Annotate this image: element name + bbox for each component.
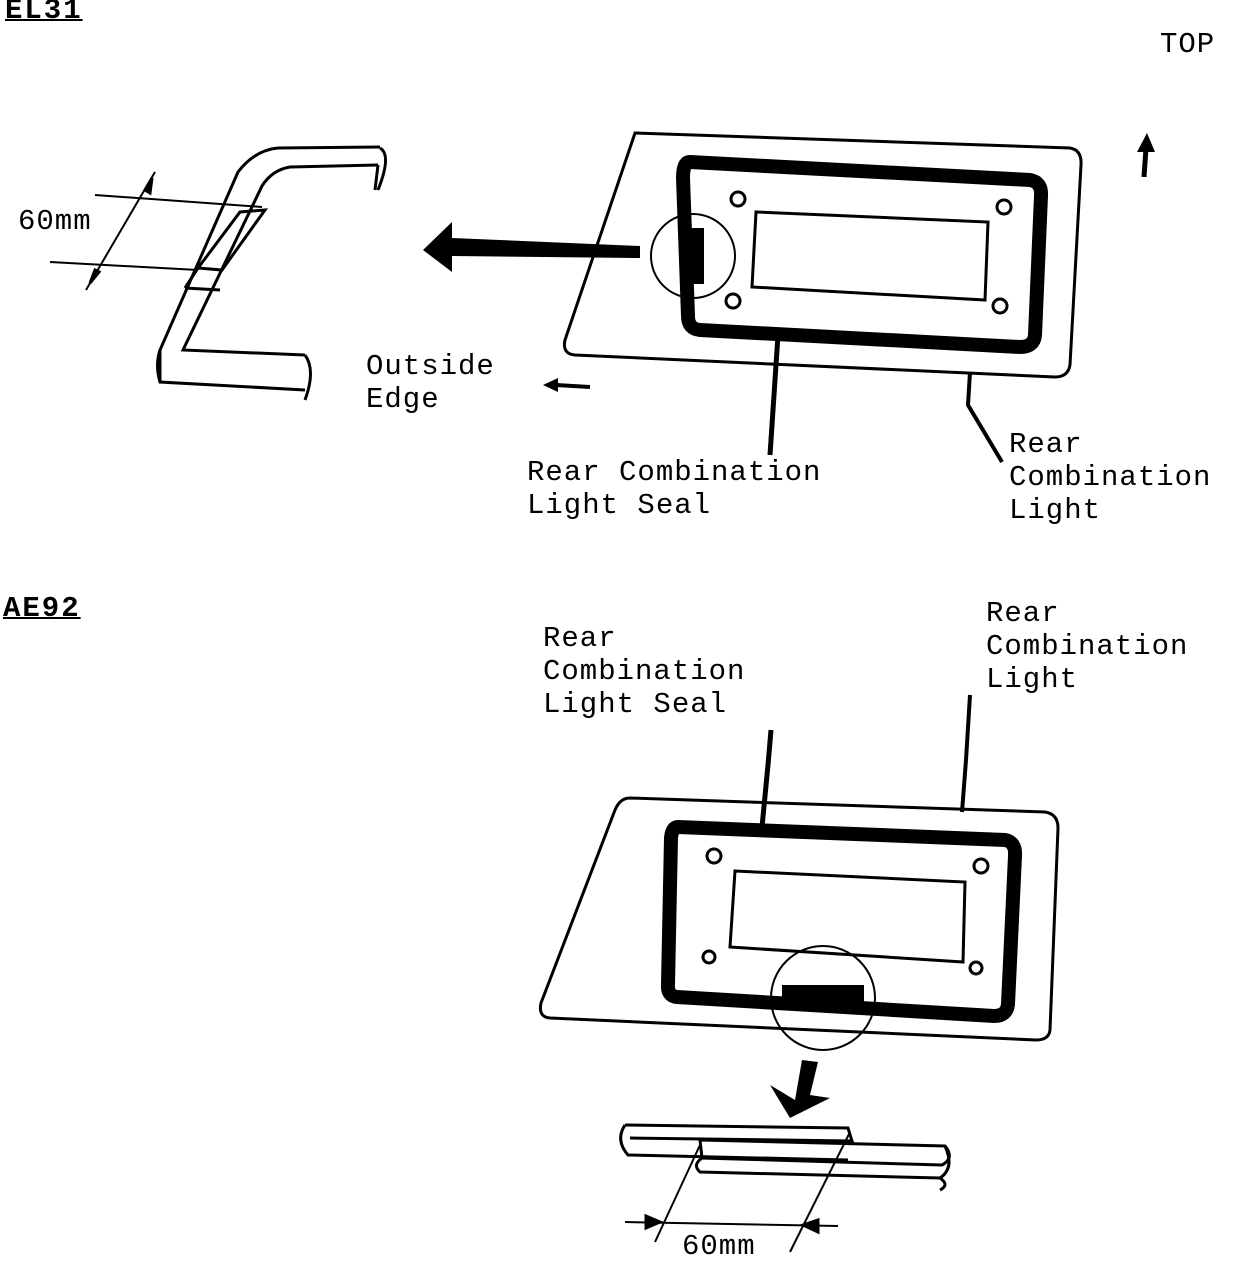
ae92-lens-window [728, 869, 967, 964]
el31-lens-window [750, 210, 990, 302]
ae92-seal-gasket [660, 819, 1023, 1024]
ae92-light-leader [960, 694, 972, 813]
ae92-seal-strip-top [624, 1123, 855, 1143]
outside-edge-label: Outside Edge [366, 350, 495, 416]
el31-extension-line-bottom [49, 261, 199, 271]
el31-seal-overlap-segment [183, 208, 269, 292]
el31-extension-line-top [94, 194, 263, 208]
ae92-screw-hole [701, 949, 717, 965]
el31-screw-hole [724, 292, 742, 310]
ae92-screw-hole [705, 847, 723, 865]
ae92-extension-line-left [654, 1144, 701, 1243]
ae92-light-label-line3: Light [986, 663, 1079, 696]
section-title-el31: EL31 [5, 0, 83, 27]
el31-seal-label-line1: Rear Combination [527, 456, 822, 489]
el31-light-leader [965, 371, 1004, 464]
ae92-lamp-housing [538, 796, 1060, 1042]
ae92-seal-label-line1: Rear [543, 622, 617, 655]
ae92-seal-label-line3: Light Seal [543, 688, 728, 721]
ae92-screw-hole [972, 857, 990, 875]
top-arrow-icon [1137, 133, 1155, 178]
el31-light-label: Rear Combination Light [1009, 428, 1211, 527]
section-title-ae92: AE92 [3, 592, 81, 625]
el31-seal-leader [767, 334, 781, 456]
top-label: TOP [1160, 28, 1216, 61]
el31-seal-label: Rear Combination Light Seal [527, 456, 821, 522]
ae92-detail-circle [770, 945, 876, 1051]
ae92-seal-overlap [782, 985, 864, 1009]
el31-seal-profile-outer [156, 145, 381, 392]
ae92-seal-detail [619, 1123, 951, 1253]
ae92-lamp-assembly [538, 694, 1060, 1051]
outside-edge-line2: Edge [366, 383, 440, 416]
outside-edge-arrow-icon [543, 378, 591, 392]
ae92-light-label-line2: Combination [986, 630, 1189, 663]
el31-lamp-housing [563, 131, 1083, 379]
ae92-detail-arrow-icon [770, 1060, 830, 1118]
el31-light-label-line3: Light [1009, 494, 1102, 527]
ae92-light-label-line1: Rear [986, 597, 1060, 630]
ae92-seal-label: Rear Combination Light Seal [543, 622, 745, 721]
el31-screw-hole [991, 297, 1009, 315]
el31-detail-arrow-icon [423, 222, 640, 272]
ae92-extension-line-right [789, 1131, 851, 1253]
ae92-screw-hole [968, 960, 984, 976]
el31-lamp-assembly [563, 131, 1083, 464]
el31-screw-hole [995, 198, 1013, 216]
ae92-light-label: Rear Combination Light [986, 597, 1188, 696]
el31-seal-overlap [680, 228, 704, 284]
el31-light-label-line1: Rear [1009, 428, 1083, 461]
outside-edge-line1: Outside [366, 350, 495, 383]
el31-seal-detail [49, 145, 387, 401]
el31-detail-circle [650, 213, 736, 299]
el31-dimension-label: 60mm [18, 205, 92, 238]
ae92-seal-leader [759, 729, 774, 828]
el31-light-label-line2: Combination [1009, 461, 1212, 494]
el31-seal-label-line2: Light Seal [527, 489, 712, 522]
ae92-seal-strip-bottom [698, 1138, 951, 1167]
el31-screw-hole [729, 190, 747, 208]
ae92-seal-label-line2: Combination [543, 655, 746, 688]
el31-seal-gasket [675, 154, 1049, 355]
ae92-dimension-label: 60mm [682, 1230, 756, 1263]
el31-seal-profile-inner [180, 163, 379, 357]
